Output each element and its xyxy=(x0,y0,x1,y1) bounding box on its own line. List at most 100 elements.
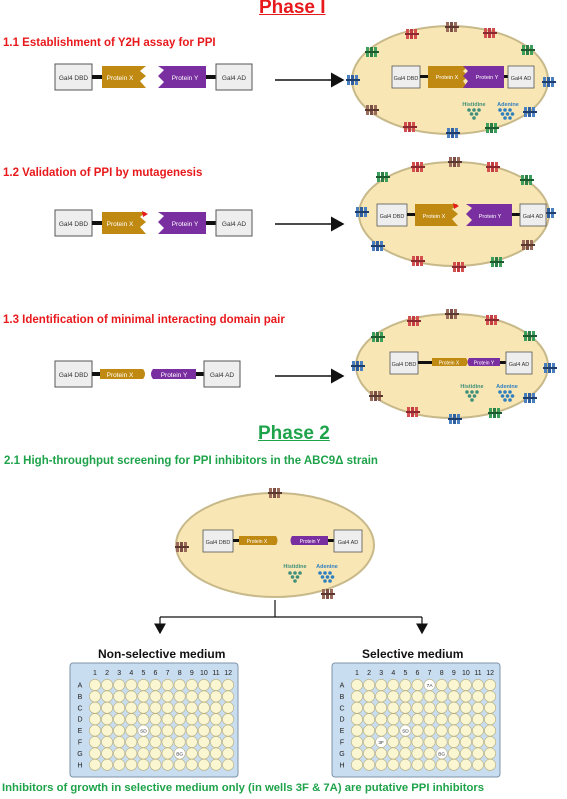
column-label: 7 xyxy=(166,670,170,677)
well xyxy=(210,747,222,760)
well xyxy=(161,758,174,771)
svg-text:Protein Y: Protein Y xyxy=(172,221,199,228)
well xyxy=(137,690,150,703)
phase2-title: Phase 2 xyxy=(258,423,330,444)
svg-text:Protein X: Protein X xyxy=(247,539,268,545)
well xyxy=(161,713,174,726)
gal4-dbd-box xyxy=(54,63,93,91)
svg-text:Protein X: Protein X xyxy=(436,75,459,81)
well xyxy=(423,701,436,714)
column-label: 10 xyxy=(200,670,208,677)
column-label: 2 xyxy=(105,670,109,677)
well xyxy=(459,758,472,771)
row-label: B xyxy=(78,694,83,701)
well xyxy=(137,679,150,691)
yeast-cell-1-2: Gal4 DBD Protein X Protein Y Gal4 AD xyxy=(355,157,556,272)
section-1-2-title: 1.2 Validation of PPI by mutagenesis xyxy=(3,167,203,179)
svg-text:Protein X: Protein X xyxy=(107,221,134,228)
well xyxy=(137,701,150,714)
well xyxy=(210,758,222,771)
well xyxy=(399,701,412,714)
well xyxy=(484,690,496,703)
well xyxy=(363,690,375,703)
svg-text:Gal4 DBD: Gal4 DBD xyxy=(394,76,419,82)
svg-text:Gal4 DBD: Gal4 DBD xyxy=(206,540,231,546)
well xyxy=(173,724,186,737)
well xyxy=(472,747,484,760)
well xyxy=(411,758,424,771)
adenine-label: Adenine xyxy=(497,102,519,108)
well xyxy=(399,758,412,771)
well xyxy=(222,690,234,703)
well xyxy=(375,724,388,737)
well xyxy=(89,690,101,703)
well xyxy=(484,747,496,760)
protein-y-label: Protein Y xyxy=(172,75,199,82)
protein-x-label: Protein X xyxy=(107,75,134,82)
column-label: 8 xyxy=(178,670,182,677)
well xyxy=(125,701,138,714)
row-label: G xyxy=(339,751,344,758)
well xyxy=(149,713,162,726)
phase1-title: Phase I xyxy=(259,0,326,18)
well xyxy=(173,736,186,748)
well xyxy=(137,713,150,726)
well xyxy=(399,679,412,691)
row-label: F xyxy=(340,740,344,747)
well xyxy=(210,690,222,703)
well xyxy=(101,679,113,691)
well xyxy=(411,713,424,726)
well xyxy=(411,724,424,737)
well xyxy=(113,713,126,726)
well xyxy=(387,747,400,760)
well-label: 3F xyxy=(378,740,384,746)
well xyxy=(185,758,198,771)
well-label: 7A xyxy=(427,683,434,689)
column-label: 3 xyxy=(379,670,383,677)
well xyxy=(387,736,400,748)
well xyxy=(423,747,436,760)
well xyxy=(375,701,388,714)
well xyxy=(351,679,363,691)
well xyxy=(149,724,162,737)
well xyxy=(210,724,222,737)
well xyxy=(197,747,210,760)
well xyxy=(125,713,138,726)
svg-text:Gal4 AD: Gal4 AD xyxy=(338,540,359,546)
well xyxy=(185,747,198,760)
section-1-3-title: 1.3 Identification of minimal interactin… xyxy=(3,314,285,326)
column-label: 2 xyxy=(367,670,371,677)
well xyxy=(472,736,484,748)
column-label: 7 xyxy=(428,670,432,677)
well xyxy=(89,747,101,760)
well xyxy=(351,758,363,771)
well xyxy=(161,747,174,760)
well xyxy=(351,690,363,703)
well xyxy=(447,724,460,737)
well xyxy=(423,724,436,737)
well xyxy=(423,713,436,726)
branch-connector xyxy=(154,600,428,635)
yeast-cell-1-1: Gal4 DBD Protein X Protein Y Gal4 AD His… xyxy=(346,22,556,138)
well xyxy=(149,679,162,691)
well xyxy=(375,758,388,771)
well xyxy=(125,724,138,737)
well xyxy=(210,713,222,726)
column-label: 12 xyxy=(486,670,494,677)
column-label: 6 xyxy=(154,670,158,677)
well xyxy=(222,758,234,771)
well xyxy=(101,736,113,748)
selective-medium-title: Selective medium xyxy=(362,647,464,661)
well xyxy=(435,736,448,748)
svg-text:Protein Y: Protein Y xyxy=(161,372,188,379)
well xyxy=(113,701,126,714)
row-label: F xyxy=(78,740,82,747)
well xyxy=(447,736,460,748)
well xyxy=(89,736,101,748)
well xyxy=(222,679,234,691)
well xyxy=(197,758,210,771)
well xyxy=(363,679,375,691)
protein-x-shape xyxy=(102,66,146,88)
well xyxy=(375,713,388,726)
svg-text:Gal4 DBD: Gal4 DBD xyxy=(380,214,405,220)
